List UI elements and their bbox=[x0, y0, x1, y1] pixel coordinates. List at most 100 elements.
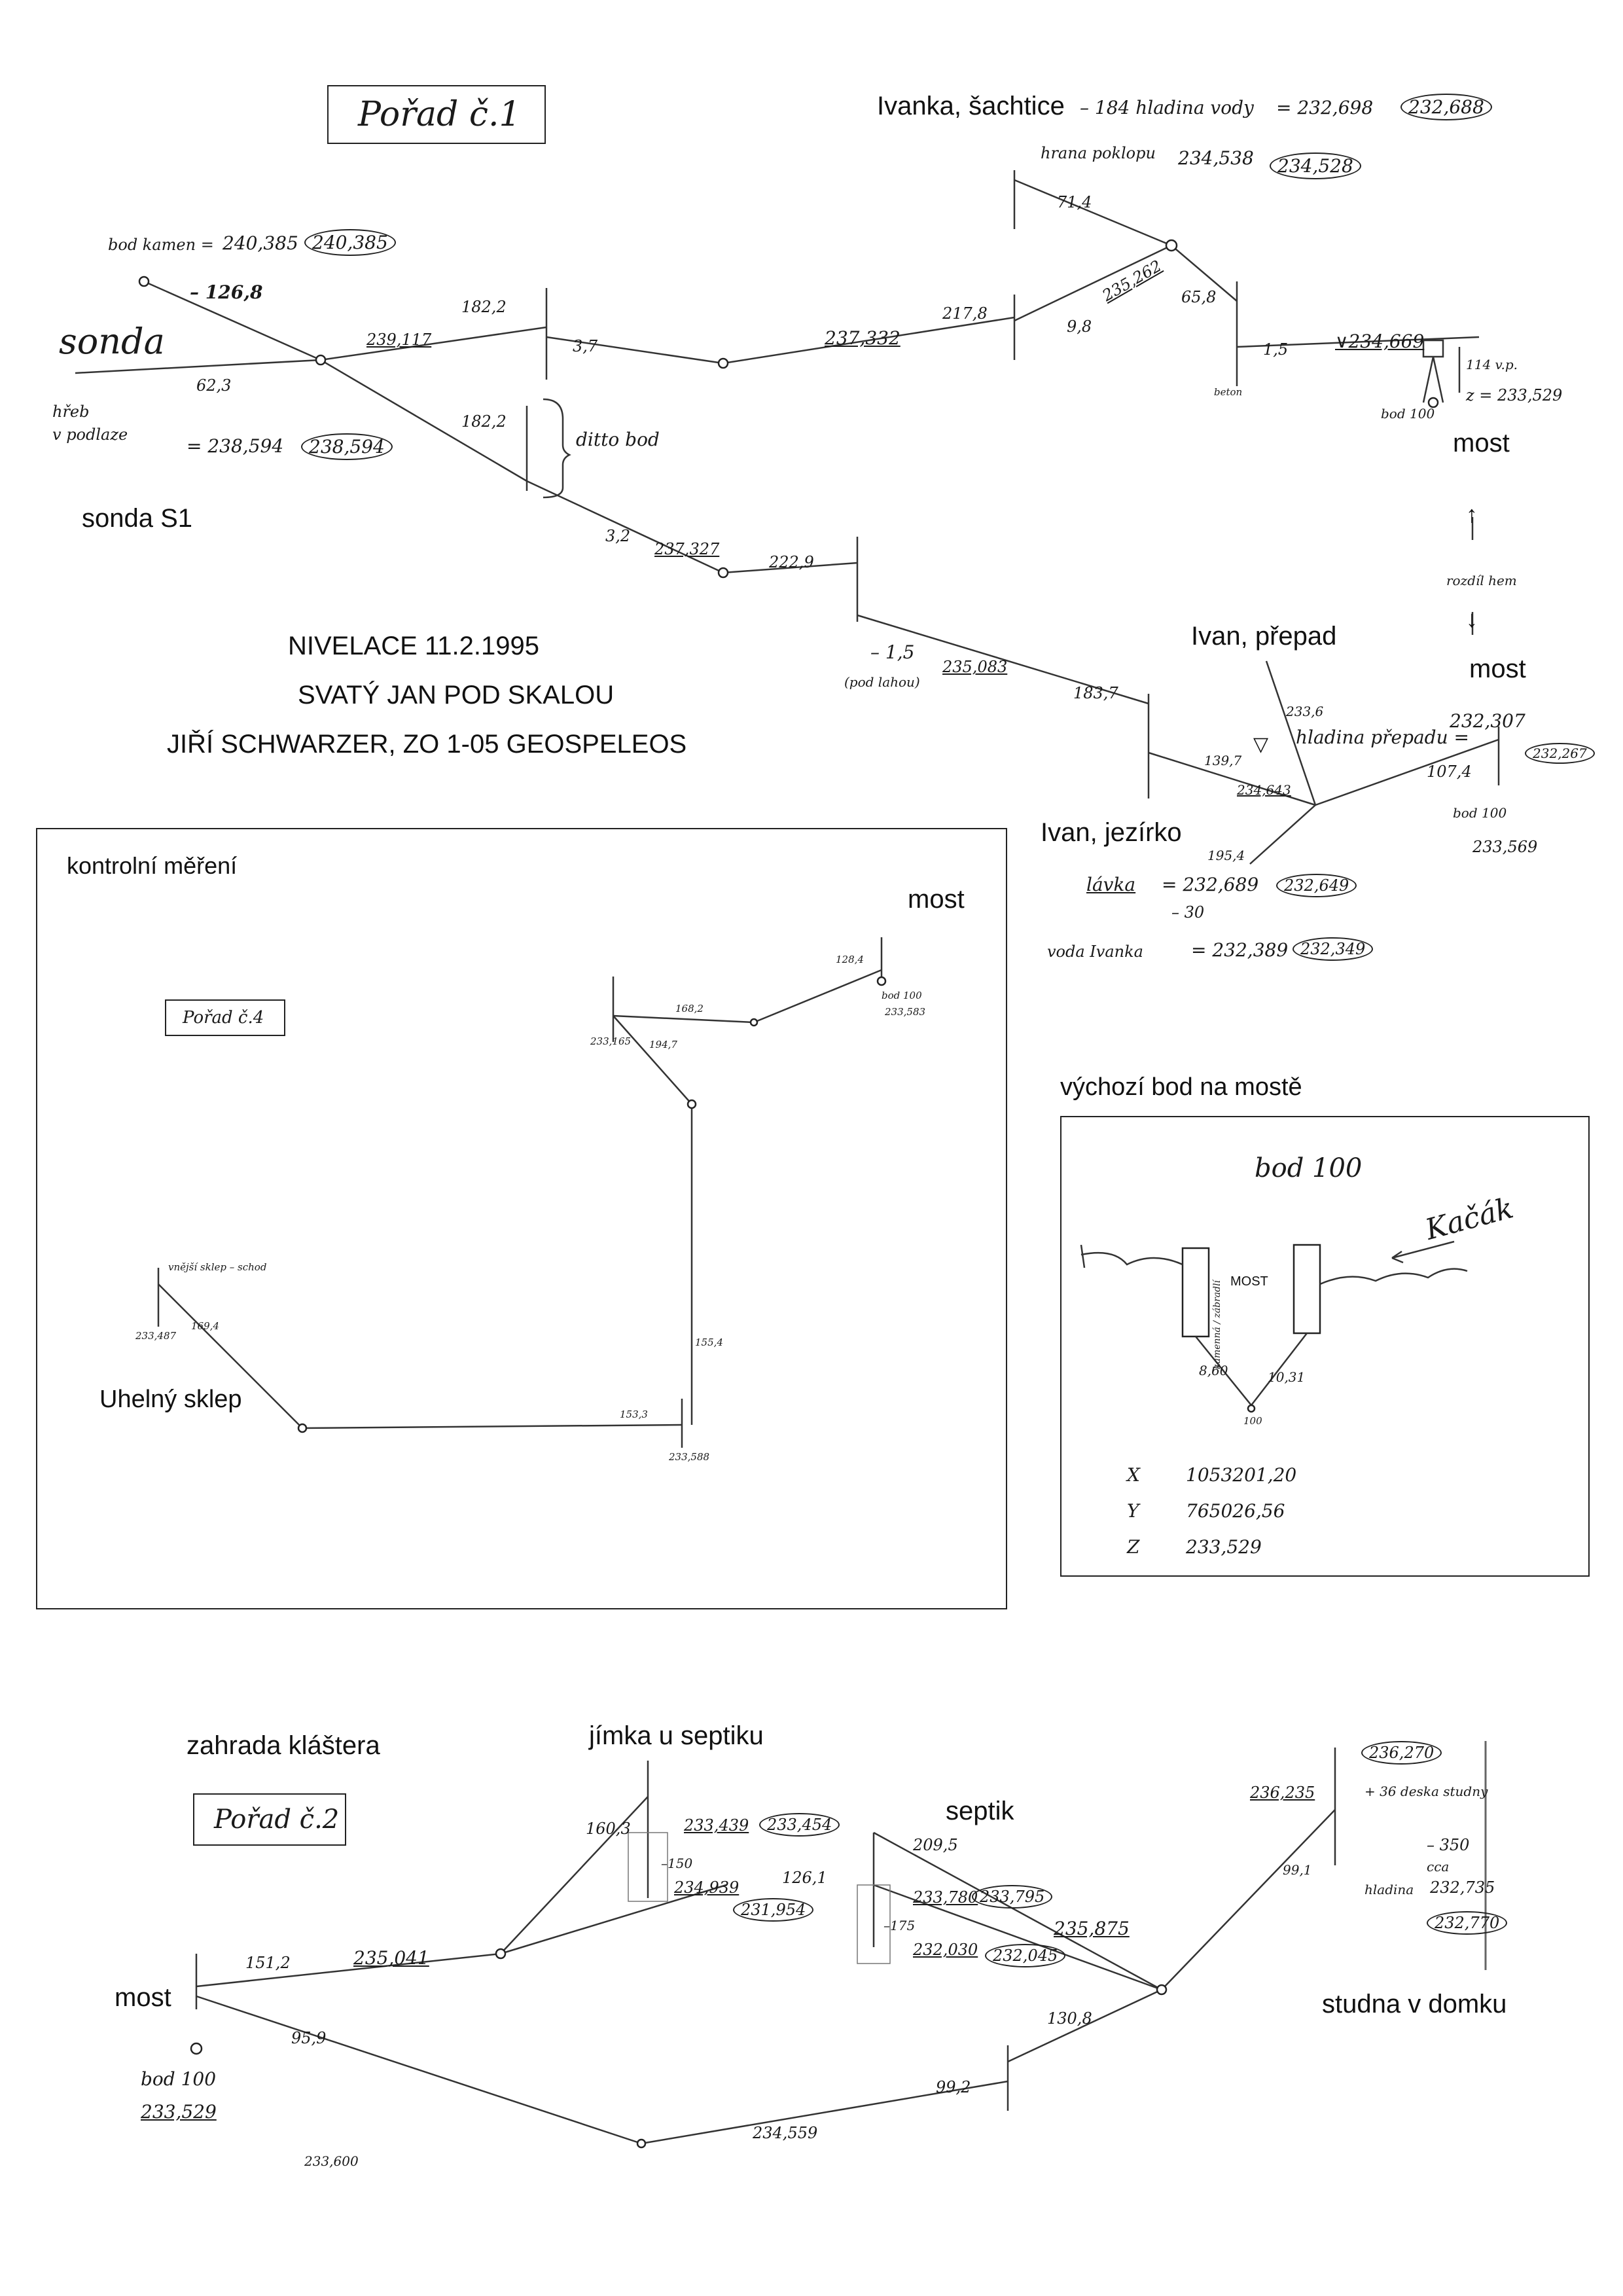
p2-235875: 235,875 bbox=[1054, 1918, 1130, 1939]
arrow-down-icon: ↓ bbox=[1466, 605, 1478, 632]
sight-98: 9,8 bbox=[1067, 317, 1092, 336]
porad-2-box: Pořad č.2 bbox=[193, 1793, 346, 1846]
note-hreb: hřeb bbox=[52, 403, 90, 421]
label-septik: septik bbox=[946, 1797, 1014, 1825]
vychozi-most: MOST bbox=[1230, 1274, 1268, 1289]
vychozi-title: výchozí bod na mostě bbox=[1060, 1073, 1302, 1101]
note-232267-circled: 232,267 bbox=[1525, 743, 1595, 764]
k-1947: 194,7 bbox=[649, 1039, 677, 1050]
porad-4-lines bbox=[157, 937, 887, 1448]
elev-234643: 234,643 bbox=[1237, 782, 1291, 798]
p2-234559: 234,559 bbox=[753, 2124, 818, 2142]
header-line-3: JIŘÍ SCHWARZER, ZO 1-05 GEOSPELEOS bbox=[167, 730, 687, 759]
p2-bod100: bod 100 bbox=[141, 2068, 217, 2090]
header-line-1: NIVELACE 11.2.1995 bbox=[288, 632, 539, 660]
p2-232030: 232,030 bbox=[913, 1941, 978, 1959]
p2-233454-circled: 233,454 bbox=[759, 1813, 840, 1837]
sight-2178: 217,8 bbox=[942, 304, 988, 323]
coord-x-axis: X bbox=[1127, 1464, 1140, 1486]
p2-plus36: + 36 deska studny bbox=[1364, 1784, 1488, 1799]
k-1284: 128,4 bbox=[836, 954, 864, 965]
label-jimka-u-septiku: jímka u septiku bbox=[589, 1721, 764, 1750]
sight-658: 65,8 bbox=[1181, 288, 1217, 306]
p2-233529: 233,529 bbox=[141, 2101, 217, 2123]
k-1554: 155,4 bbox=[695, 1336, 723, 1348]
p2-233795-circled: 233,795 bbox=[972, 1885, 1053, 1909]
jimka-well bbox=[628, 1832, 668, 1902]
p2-235041: 235,041 bbox=[353, 1947, 429, 1969]
label-studna-v-domku: studna v domku bbox=[1322, 1990, 1507, 2018]
note-232307: 232,307 bbox=[1450, 710, 1525, 732]
sight-2229: 222,9 bbox=[769, 553, 814, 571]
label-sonda-s1: sonda S1 bbox=[82, 504, 193, 533]
sight-1822-a: 182,2 bbox=[461, 298, 507, 316]
porad-1-points bbox=[138, 239, 1439, 579]
p2-991: 99,1 bbox=[1283, 1862, 1312, 1878]
note-232349-circled: 232,349 bbox=[1293, 937, 1374, 961]
sight-37: 3,7 bbox=[573, 337, 598, 355]
p2-959: 95,9 bbox=[291, 2029, 327, 2047]
p2-231954-circled: 231,954 bbox=[733, 1898, 814, 1922]
p2-1308: 130,8 bbox=[1047, 2009, 1092, 2028]
p2-236270-circled: 236,270 bbox=[1361, 1741, 1442, 1765]
note-238594: = 238,594 bbox=[187, 435, 284, 457]
vychozi-d1031: 10,31 bbox=[1268, 1369, 1306, 1385]
elev-234669: ∨234,669 bbox=[1335, 331, 1425, 352]
note-minus-30: – 30 bbox=[1171, 903, 1205, 922]
note-hladina-prepadu: hladina přepadu = bbox=[1296, 726, 1470, 748]
note-lavka: lávka bbox=[1086, 874, 1136, 895]
note-beton: beton bbox=[1214, 386, 1243, 398]
p2-232045-circled: 232,045 bbox=[985, 1944, 1066, 1967]
coord-y-value: 765026,56 bbox=[1186, 1500, 1285, 1522]
note-vp: 114 v.p. bbox=[1466, 357, 1518, 372]
sight-1954: 195,4 bbox=[1207, 848, 1245, 863]
sight-1397: 139,7 bbox=[1204, 753, 1242, 768]
label-ivanka-sachtice: Ivanka, šachtice bbox=[877, 92, 1065, 120]
porad-1-lines bbox=[75, 170, 1500, 865]
elev-235083: 235,083 bbox=[942, 658, 1008, 676]
bod100-marker bbox=[1422, 339, 1444, 358]
p2-cca: cca bbox=[1427, 1859, 1450, 1874]
p2-1512: 151,2 bbox=[245, 1954, 291, 1972]
label-most-1: most bbox=[1453, 429, 1510, 457]
note-234528-circled: 234,528 bbox=[1270, 152, 1361, 179]
p2-1603: 160,3 bbox=[586, 1820, 631, 1838]
porad-2-points bbox=[190, 1948, 1168, 2149]
kontrolni-most-label: most bbox=[908, 885, 965, 914]
bridge-sketch bbox=[1080, 1240, 1468, 1413]
coord-y-axis: Y bbox=[1127, 1500, 1139, 1522]
p2-992: 99,2 bbox=[936, 2078, 971, 2096]
note-232389: = 232,389 bbox=[1191, 939, 1289, 961]
p2-232770-circled: 232,770 bbox=[1427, 1911, 1508, 1935]
coord-z-value: 233,529 bbox=[1186, 1536, 1262, 1558]
note-z-233529: z = 233,529 bbox=[1466, 386, 1563, 404]
vychozi-bod-panel: bod 100 Kačák MOST kamenná / zábradlí 8,… bbox=[1060, 1116, 1590, 1577]
note-232689: = 232,689 bbox=[1162, 874, 1259, 895]
p2-233600: 233,600 bbox=[304, 2153, 359, 2169]
elev-239117: 239,117 bbox=[366, 331, 432, 349]
kontrolni-title: kontrolní měření bbox=[67, 852, 238, 879]
vychozi-bod100: bod 100 bbox=[1255, 1153, 1363, 1183]
p2-hladina: hladina bbox=[1364, 1882, 1414, 1897]
sight-1822-b: 182,2 bbox=[461, 412, 507, 431]
coord-z-axis: Z bbox=[1127, 1536, 1140, 1558]
ditto-brace bbox=[543, 398, 571, 499]
p2-236235: 236,235 bbox=[1250, 1784, 1315, 1802]
sight-32: 3,2 bbox=[605, 527, 631, 545]
p2-2095: 209,5 bbox=[913, 1836, 958, 1854]
note-hrana-poklopu: hrana poklopu bbox=[1041, 144, 1156, 162]
p2-minus175: –175 bbox=[883, 1918, 916, 1933]
k-233583: 233,583 bbox=[885, 1006, 926, 1018]
k-roh: vnější sklep – schod bbox=[168, 1261, 267, 1273]
porad-2-lines bbox=[195, 1748, 1336, 2145]
vychozi-d860: 8,60 bbox=[1199, 1363, 1228, 1378]
label-zahrada-klastera: zahrada kláštera bbox=[187, 1731, 380, 1760]
vychozi-kamenna: kamenná / zábradlí bbox=[1212, 1280, 1222, 1369]
header-line-2: SVATÝ JAN POD SKALOU bbox=[298, 681, 615, 709]
note-240385: 240,385 bbox=[223, 232, 298, 254]
label-ivan-prepad: Ivan, přepad bbox=[1191, 622, 1337, 651]
p2-233439: 233,439 bbox=[684, 1816, 749, 1835]
note-238594-circled: 238,594 bbox=[301, 433, 393, 460]
kontrolni-mereni-panel: kontrolní měření most Pořad č.4 Uhelný s… bbox=[36, 828, 1007, 1609]
k-1533: 153,3 bbox=[620, 1408, 648, 1420]
